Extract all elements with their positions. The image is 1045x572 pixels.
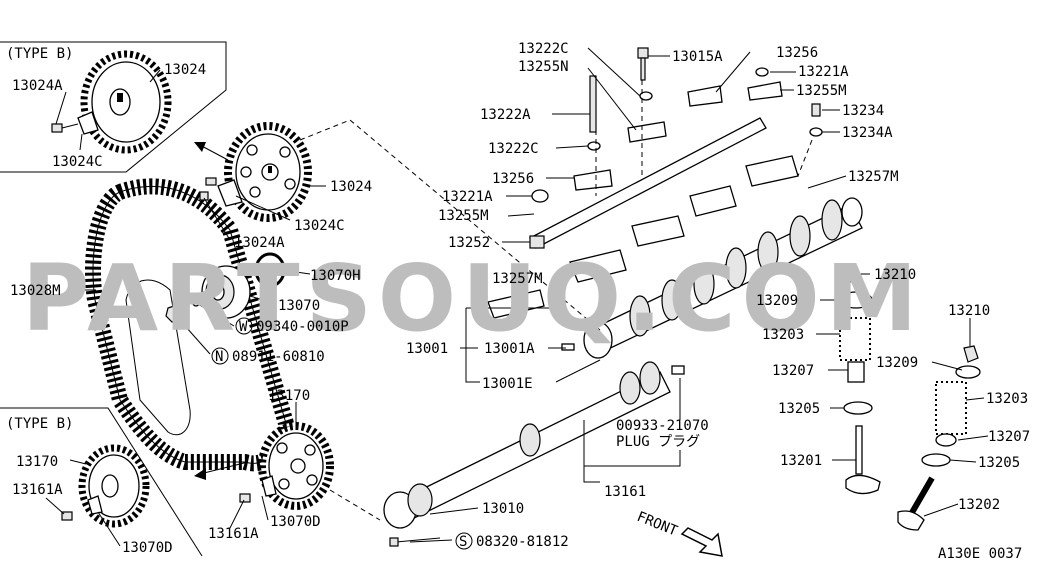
- sprocket-13024: [224, 122, 312, 222]
- bolt-13024A: [199, 191, 209, 201]
- plate-13024C: [205, 177, 243, 207]
- stud-13222A: [589, 75, 597, 133]
- label-13205-right: 13205: [978, 455, 1020, 471]
- front-arrow-icon: [680, 527, 723, 557]
- label-13234: 13234: [842, 103, 884, 119]
- label-13255N: 13255N: [518, 59, 569, 75]
- label-13221A-left: 13221A: [442, 189, 493, 205]
- label-front: FRONT: [635, 509, 681, 540]
- dashed-leaders: [299, 80, 813, 521]
- label-08911-60810: N 08911-60810: [211, 347, 325, 365]
- label-13015A: 13015A: [672, 49, 723, 65]
- label-13255M-left: 13255M: [438, 208, 489, 224]
- label-13024A-typeb: 13024A: [12, 78, 63, 94]
- label-13024-typeb: 13024: [164, 62, 206, 78]
- label-13070D-typeb: 13070D: [122, 540, 173, 556]
- label-13207-right: 13207: [988, 429, 1030, 445]
- arrow-to-typeb-bottom: [194, 461, 249, 480]
- label-13203-right: 13203: [986, 391, 1028, 407]
- pin-13001A: [561, 343, 575, 351]
- label-13070H: 13070H: [310, 268, 361, 284]
- label-13256-left: 13256: [492, 171, 534, 187]
- label-13205-left: 13205: [778, 401, 820, 417]
- rocker-bracket-13256: [573, 81, 783, 191]
- type-b-label-top: (TYPE B): [6, 46, 73, 62]
- label-13209-right: 13209: [876, 355, 918, 371]
- label-13161: 13161: [604, 484, 646, 500]
- tensioner-13070: [201, 265, 251, 319]
- label-13256-right: 13256: [776, 45, 818, 61]
- label-13234A: 13234A: [842, 125, 893, 141]
- adjuster-13234: [811, 103, 821, 117]
- bolt-13161A-typeb: [61, 511, 73, 521]
- arrow-to-typeb-top: [194, 142, 229, 161]
- label-13024C: 13024C: [294, 218, 345, 234]
- label-08320: 08320-81812: [476, 534, 569, 550]
- watermark: PARTSOUQ.COM: [22, 245, 923, 352]
- washer-09340: [191, 293, 201, 307]
- label-13222C-top: 13222C: [518, 41, 569, 57]
- label-09340-0010P: W 09340-0010P: [235, 317, 349, 335]
- bolt-13024A-typeb: [51, 123, 79, 133]
- type-b-bottom-frame: [0, 407, 203, 557]
- type-b-label-bottom: (TYPE B): [6, 416, 73, 432]
- sprocket-13170-typeb: [78, 444, 150, 528]
- label-13210-right: 13210: [948, 303, 990, 319]
- nut-08911: [165, 303, 185, 323]
- label-13252: 13252: [448, 235, 490, 251]
- leader-lines: [45, 47, 989, 547]
- label-13255M-right: 13255M: [796, 83, 847, 99]
- label-13001A: 13001A: [484, 341, 535, 357]
- label-13001: 13001: [406, 341, 448, 357]
- jackshaft-13161: [383, 361, 685, 529]
- label-13170-typeb: 13170: [16, 454, 58, 470]
- label-13024A: 13024A: [234, 235, 285, 251]
- label-13070D: 13070D: [270, 514, 321, 530]
- label-00933-21070: 00933-21070: [616, 418, 709, 434]
- label-13201: 13201: [780, 453, 822, 469]
- type-b-top-frame: [0, 41, 227, 173]
- label-13209-left: 13209: [756, 293, 798, 309]
- label-09340: 09340-0010P: [256, 319, 349, 335]
- label-13161A-typeb: 13161A: [12, 482, 63, 498]
- washers-rocker: [531, 67, 823, 203]
- sprocket-13024-typeb: [77, 50, 172, 154]
- label-plug: PLUG プラグ: [616, 434, 700, 450]
- label-08320-81812: S 08320-81812: [455, 532, 569, 550]
- label-13001E: 13001E: [482, 376, 533, 392]
- label-13257M-left: 13257M: [492, 271, 543, 287]
- label-13222C-bottom: 13222C: [488, 141, 539, 157]
- label-13170: 13170: [268, 388, 310, 404]
- label-13210-left: 13210: [874, 267, 916, 283]
- circle-n-letter: N: [215, 349, 223, 365]
- label-13257M-right: 13257M: [848, 169, 899, 185]
- label-13024C-typeb: 13024C: [52, 154, 103, 170]
- label-13207-left: 13207: [772, 363, 814, 379]
- label-13161A: 13161A: [208, 526, 259, 542]
- label-13028M: 13028M: [10, 283, 61, 299]
- valve-parts-left: [839, 265, 881, 495]
- circle-w-letter: W: [239, 319, 248, 335]
- label-13202: 13202: [958, 497, 1000, 513]
- label-08911: 08911-60810: [232, 349, 325, 365]
- circle-s-letter: S: [459, 534, 467, 550]
- footer-code: A130E 0037: [938, 546, 1022, 562]
- bolt-08320: [389, 537, 441, 547]
- bolt-13015A: [637, 47, 649, 81]
- rocker-arms-13257M: [487, 155, 799, 319]
- label-13024: 13024: [330, 179, 372, 195]
- camshaft-13001: [583, 197, 863, 359]
- label-13010: 13010: [482, 501, 524, 517]
- label-13203-left: 13203: [762, 327, 804, 343]
- label-13070: 13070: [278, 298, 320, 314]
- label-13221A-right: 13221A: [798, 64, 849, 80]
- valve-parts-right: [897, 345, 981, 531]
- label-13222A: 13222A: [480, 107, 531, 123]
